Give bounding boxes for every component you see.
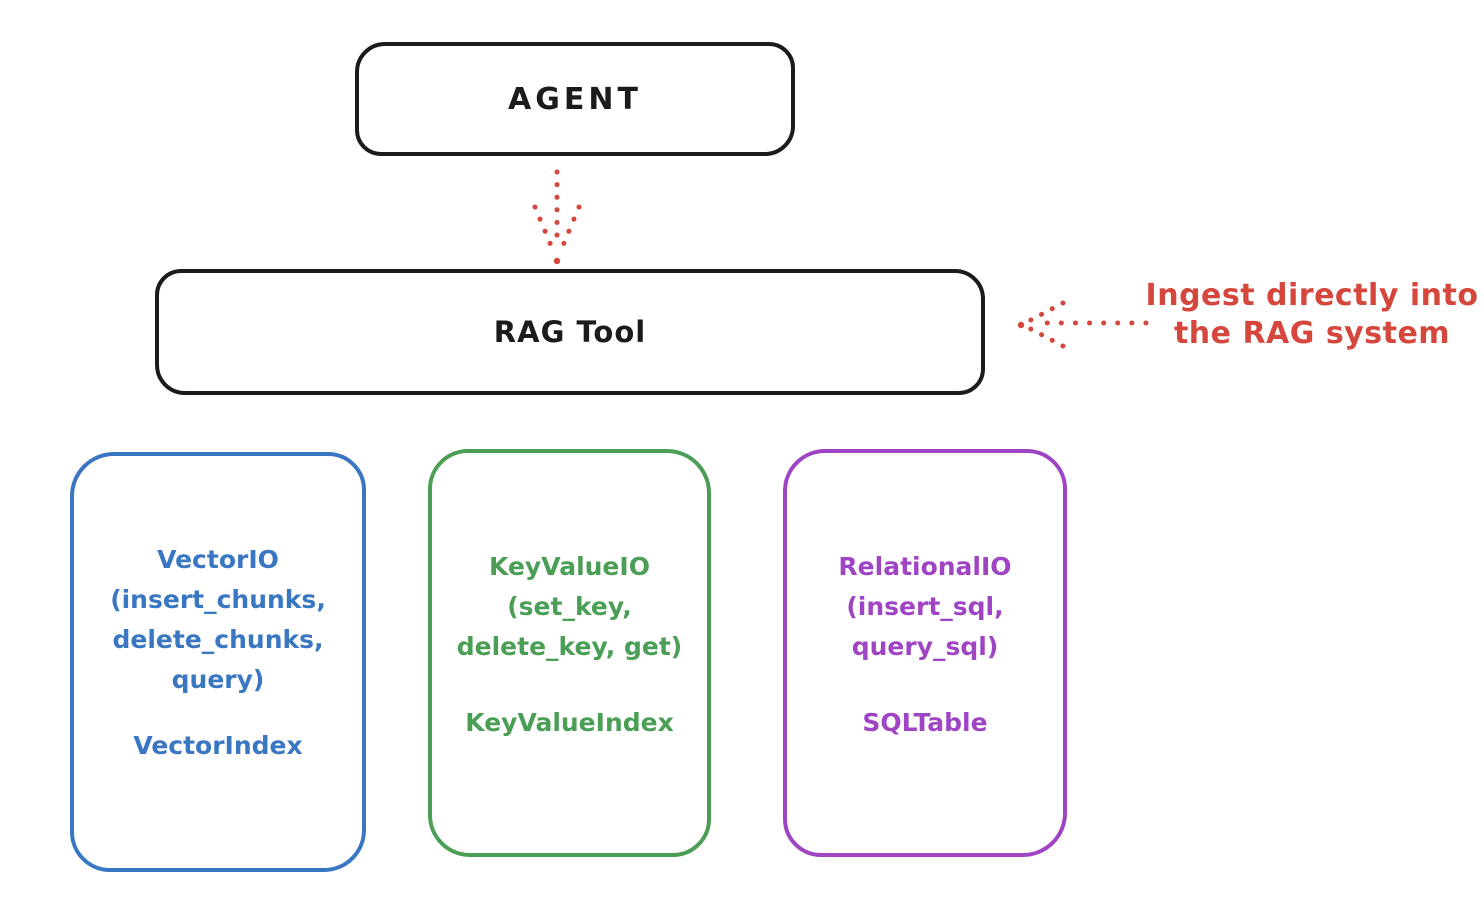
- ingest-annotation: Ingest directly into the RAG system: [1140, 277, 1484, 353]
- agent-to-ragtool-dotted-arrow-icon: [532, 169, 582, 265]
- ingest-dotted-left-arrow-icon: [1017, 300, 1149, 349]
- relational-io-card: RelationalIO (insert_sql, query_sql) SQL…: [783, 449, 1067, 857]
- vector-io-method: (insert_chunks,: [110, 585, 326, 614]
- vector-io-method: query): [171, 665, 265, 694]
- keyvalue-index-label: KeyValueIndex: [465, 708, 674, 737]
- vector-index-label: VectorIndex: [133, 731, 303, 760]
- relational-io-method: (insert_sql,: [846, 592, 1004, 621]
- rag-tool-label: RAG Tool: [493, 315, 647, 349]
- rag-tool-node: RAG Tool: [155, 269, 985, 395]
- vector-io-title: VectorIO: [157, 545, 279, 574]
- relational-io-title: RelationalIO: [838, 552, 1012, 581]
- relational-io-method: query_sql): [851, 632, 999, 661]
- ingest-annotation-line2: the RAG system: [1173, 316, 1451, 351]
- agent-label: AGENT: [508, 81, 642, 117]
- sql-table-label: SQLTable: [862, 708, 988, 737]
- keyvalue-io-method: (set_key,: [507, 592, 632, 621]
- vector-io-card: VectorIO (insert_chunks, delete_chunks, …: [70, 452, 366, 872]
- agent-node: AGENT: [355, 42, 795, 156]
- vector-io-method: delete_chunks,: [112, 625, 324, 654]
- ingest-annotation-line1: Ingest directly into: [1145, 278, 1479, 313]
- keyvalue-io-method: delete_key, get): [456, 632, 683, 661]
- keyvalue-io-title: KeyValueIO: [489, 552, 650, 581]
- keyvalue-io-card: KeyValueIO (set_key, delete_key, get) Ke…: [428, 449, 711, 857]
